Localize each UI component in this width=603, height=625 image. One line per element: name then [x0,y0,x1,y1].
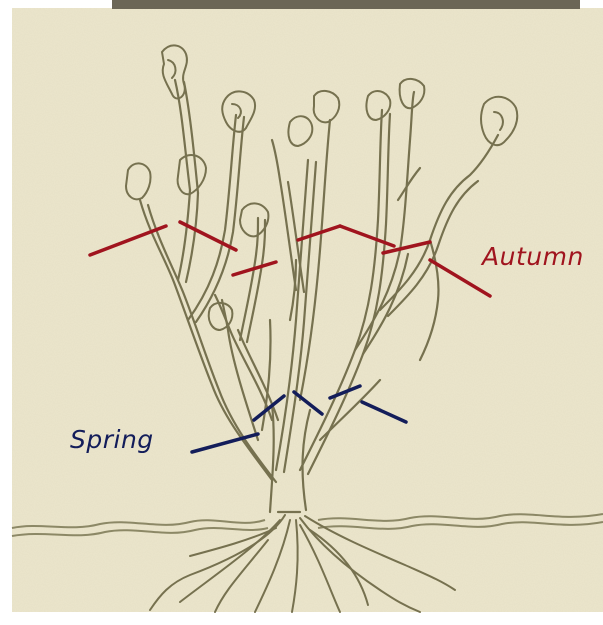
autumn-label: Autumn [482,242,584,271]
top-photo-strip [112,0,580,9]
spring-label: Spring [70,425,154,454]
left-margin [0,0,12,625]
bottom-margin [0,612,603,625]
